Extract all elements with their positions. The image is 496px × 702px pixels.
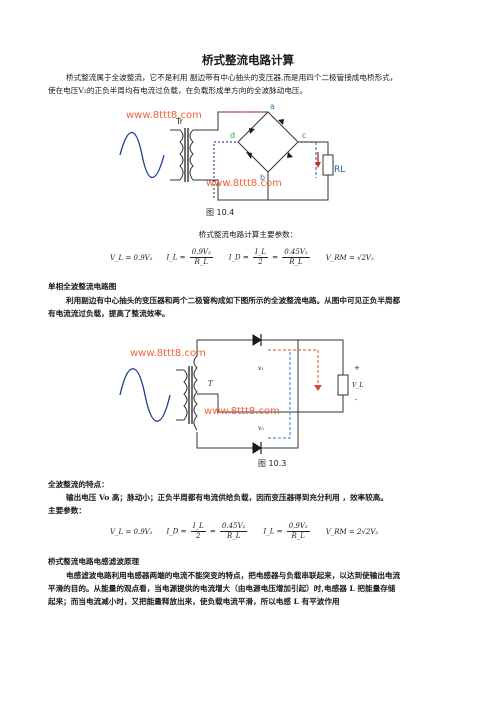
transformer-label-2: T [208, 380, 214, 388]
diode-2-icon [287, 152, 293, 158]
page-title: 桥式整流电路计算 [202, 53, 294, 67]
node-c-label: c [302, 131, 306, 140]
bridge-rectifier-diagram: Tr RL a b c d www.8ttt8.com www.8ttt8.co… [119, 102, 345, 201]
current-arrow-icon [315, 162, 321, 168]
filter-description: 电感滤波电路利用电感器两端的电流不能突变的特点，把电感器与负载串联起来，以达到使… [48, 569, 468, 608]
bridge-params-caption: 桥式整流电路计算主要参数： [198, 230, 298, 239]
figure-10-4-caption: 图 10.4 [206, 208, 235, 217]
center-tap-transformer [176, 355, 198, 431]
load-plus-label: + [354, 364, 360, 372]
fullwave-formula-vl: V_L = 0.9V₂ [110, 527, 153, 536]
fullwave-features: 输出电压 Vo 高；脉动小；正负半周都有电流供给负载，因而变压器得到充分利用 ，… [48, 491, 468, 504]
diode-bottom-icon [252, 442, 262, 454]
figure-10-3-caption: 图 10.3 [258, 459, 287, 468]
intro-line-2: 使在电压V₂的正负半周均有电流过负载，在负载形成单方向的全波脉动电压。 [48, 86, 308, 95]
watermark-bottom-2: www.8ttt8.com [204, 406, 280, 417]
filter-section-title: 桥式整流电路电感滤波原理 [48, 557, 140, 566]
load-label: RL [334, 165, 345, 175]
fullwave-section-title: 单相全波整流电路图 [48, 282, 117, 291]
bridge-formula-vrm: V_RM = √2V₂ [325, 253, 374, 262]
intro-paragraph: 桥式整流属于全波整流，它不是利用 副边带有中心抽头的变压器,而是用四个二极管接成… [48, 71, 468, 97]
load-minus-label: - [355, 396, 358, 404]
v1-label: v₁ [258, 365, 264, 372]
input-sine-wave-2 [119, 368, 171, 422]
load-resistor [322, 154, 334, 176]
diode-1-icon [278, 119, 284, 125]
bridge-formula-vl: V_L = 0.9V₂ [110, 253, 153, 262]
main-params-title: 主要参数： [48, 506, 86, 515]
fullwave-features-line: 输出电压 Vo 高；脉动小；正负半周都有电流供给负载，因而变压器得到充分利用 ，… [66, 493, 388, 502]
fullwave-description: 利用副边有中心抽头的变压器和两个二极管构成如下图所示的全波整流电路。从图中可见正… [48, 294, 468, 320]
node-b-label: b [260, 173, 265, 182]
watermark-bottom: www.8ttt8.com [206, 178, 282, 189]
diode-3-icon [249, 128, 255, 134]
fullwave-rectifier-diagram: T v₁ v₂ + V_L - www.8ttt8.com www.8ttt8.… [119, 334, 363, 454]
diode-bridge [237, 111, 299, 173]
transformer-label: Tr [175, 117, 184, 126]
fullwave-desc-line-1: 利用副边有中心抽头的变压器和两个二极管构成如下图所示的全波整流电路。从图中可见正… [66, 296, 401, 305]
fullwave-features-title: 全波整流的特点： [48, 480, 109, 489]
input-sine-wave [119, 132, 165, 178]
load-voltage-label: V_L [352, 382, 363, 389]
filter-line-1: 电感滤波电路利用电感器两端的电流不能突变的特点，把电感器与负载串联起来，以达到使… [66, 571, 401, 580]
v2-label: v₂ [258, 425, 264, 432]
watermark-top: www.8ttt8.com [126, 110, 202, 121]
watermark-top-2: www.8ttt8.com [130, 348, 206, 359]
filter-line-3: 起来；而当电流减小时，又把能量释放出来，使负载电流平滑，所以电感 L 有平波作用 [48, 597, 340, 606]
fullwave-formula-vrm: V_RM = 2√2V₂ [325, 527, 379, 536]
transformer [170, 128, 194, 182]
diode-top-icon [252, 334, 262, 346]
current-arrow-2-icon [314, 385, 322, 391]
node-d-label: d [230, 131, 235, 140]
diode-4-icon [246, 152, 252, 159]
load-resistor-2 [337, 374, 349, 396]
node-a-label: a [270, 102, 275, 111]
intro-line-1: 桥式整流属于全波整流，它不是利用 副边带有中心抽头的变压器,而是用四个二极管接成… [66, 73, 398, 82]
fullwave-desc-line-2: 有电流流过负载，提高了整流效率。 [48, 309, 170, 318]
filter-line-2: 平滑的目的。从能量的观点看，当电源提供的电流增大（由电源电压增加引起）时,电感器… [48, 584, 396, 593]
